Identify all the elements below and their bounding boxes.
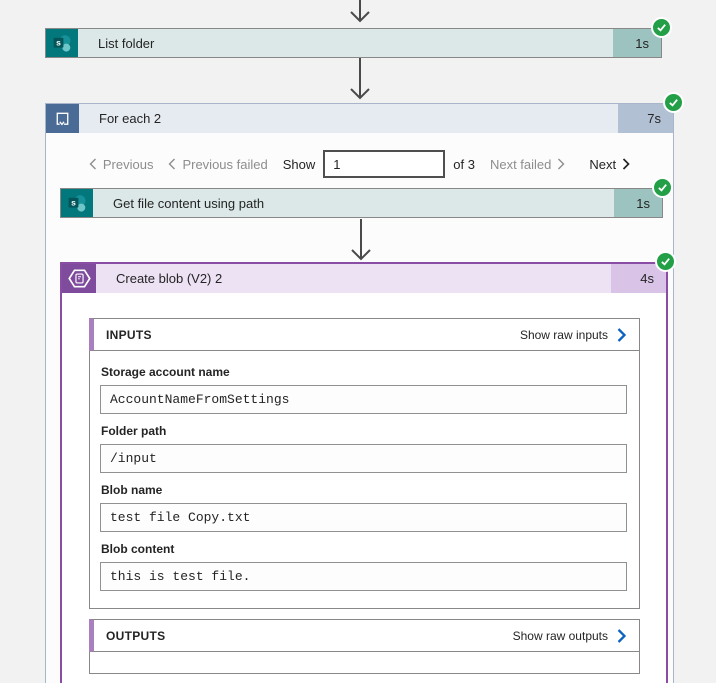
outputs-title: OUTPUTS — [106, 628, 166, 643]
previous-failed-iteration-button[interactable]: Previous failed — [168, 157, 268, 172]
chevron-right-icon — [617, 327, 626, 342]
iteration-number-input[interactable] — [323, 150, 446, 178]
chevron-left-icon — [168, 158, 176, 170]
input-field-storage-account: Storage account name AccountNameFromSett… — [100, 365, 627, 414]
chevron-right-icon — [623, 158, 630, 170]
show-label: Show — [282, 156, 316, 172]
next-iteration-button[interactable]: Next — [589, 157, 630, 172]
outputs-panel: OUTPUTS Show raw outputs — [89, 619, 640, 674]
svg-text:s: s — [56, 38, 61, 48]
action-title: For each 2 — [79, 104, 618, 133]
field-value: AccountNameFromSettings — [100, 385, 627, 414]
svg-text:s: s — [71, 198, 76, 208]
connector-arrow-down-icon — [348, 0, 372, 24]
loop-icon — [46, 104, 79, 133]
input-field-blob-content: Blob content this is test file. — [100, 542, 627, 591]
previous-iteration-button[interactable]: Previous — [89, 157, 153, 172]
inputs-panel: INPUTS Show raw inputs Storage account n… — [89, 318, 640, 609]
inputs-title: INPUTS — [106, 327, 152, 342]
outputs-panel-body — [89, 652, 640, 674]
action-duration: 1s — [614, 189, 662, 217]
show-raw-inputs-link[interactable]: Show raw inputs — [520, 328, 626, 342]
action-create-blob-header[interactable]: Create blob (V2) 2 4s — [62, 264, 666, 293]
field-label: Storage account name — [101, 365, 230, 379]
field-label: Blob name — [101, 483, 163, 497]
outputs-panel-header: OUTPUTS Show raw outputs — [89, 619, 640, 652]
connector-arrow-down-icon — [348, 58, 372, 101]
inputs-panel-body: Storage account name AccountNameFromSett… — [89, 351, 640, 609]
field-label: Folder path — [101, 424, 167, 438]
success-check-icon — [651, 17, 672, 38]
success-check-icon — [663, 92, 684, 113]
success-check-icon — [652, 177, 673, 198]
field-value: /input — [100, 444, 627, 473]
show-raw-outputs-link[interactable]: Show raw outputs — [513, 629, 626, 643]
connector-arrow-down-icon — [349, 219, 373, 262]
action-for-each[interactable]: For each 2 7s — [46, 104, 673, 133]
action-create-blob-card: Create blob (V2) 2 4s INPUTS Show raw in… — [60, 262, 668, 683]
iteration-total-label: of 3 — [453, 156, 475, 172]
action-duration: 7s — [618, 104, 673, 133]
sharepoint-icon: s — [61, 189, 93, 217]
next-failed-iteration-button[interactable]: Next failed — [490, 157, 565, 172]
action-title: Create blob (V2) 2 — [96, 264, 611, 293]
foreach-scope-container: For each 2 7s Previous Previous failed S… — [45, 103, 674, 683]
input-field-folder-path: Folder path /input — [100, 424, 627, 473]
action-title: Get file content using path — [93, 189, 614, 217]
action-get-file-content[interactable]: s Get file content using path 1s — [60, 188, 663, 218]
sharepoint-icon: s — [46, 29, 78, 57]
chevron-right-icon — [558, 158, 565, 170]
field-label: Blob content — [101, 542, 175, 556]
success-check-icon — [655, 251, 676, 272]
action-duration: 4s — [611, 264, 666, 293]
action-title: List folder — [78, 29, 613, 57]
field-value: test file Copy.txt — [100, 503, 627, 532]
iteration-pagination: Previous Previous failed Show of 3 Next … — [46, 149, 673, 179]
input-field-blob-name: Blob name test file Copy.txt — [100, 483, 627, 532]
chevron-right-icon — [617, 628, 626, 643]
field-value: this is test file. — [100, 562, 627, 591]
action-list-folder[interactable]: s List folder 1s — [45, 28, 662, 58]
azure-blob-storage-icon — [62, 264, 96, 293]
chevron-left-icon — [89, 158, 96, 170]
inputs-panel-header: INPUTS Show raw inputs — [89, 318, 640, 351]
